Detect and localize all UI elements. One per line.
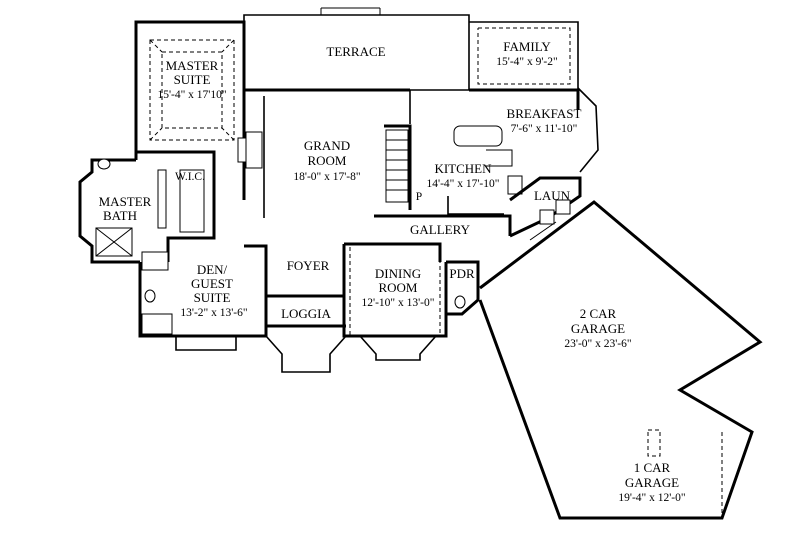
garage-walls [478,200,763,520]
foyer-label: FOYER [287,258,330,273]
fireplace [245,131,263,169]
pantry-label: P [416,191,422,203]
garage2-label-2: GARAGE [571,321,625,336]
den-bath-tub [141,251,169,271]
tray-diagonal [149,39,163,53]
laun-label: LAUN [534,188,571,203]
vanity [179,169,205,233]
garage1-dims: 19'-4" x 12'-0" [618,492,685,504]
family-ceiling [477,27,571,85]
kitchen-label: KITCHEN [434,161,492,176]
master-bath-walls [78,158,140,264]
loggia-label: LOGGIA [281,306,331,321]
wic-label: W.I.C. [175,171,205,183]
den-label-3: SUITE [194,290,231,305]
loggia-walls [264,296,346,328]
dining-label-2: ROOM [378,280,417,295]
tray-diagonal [221,39,235,53]
family-wall [469,21,579,90]
garage2-dims: 23'-0" x 23'-6" [564,338,631,350]
den-bay [175,336,237,351]
gallery-label: GALLERY [410,222,471,237]
pdr-walls [446,260,480,316]
loggia-bay [265,335,347,373]
tray-diagonal [149,127,163,141]
master-suite-dims: 15'-4" x 17'10" [157,89,226,101]
den-closet [141,313,173,335]
den-toilet [144,289,156,303]
dining-bay [359,335,437,361]
fireplace-hearth [237,137,247,163]
toilet [97,158,111,170]
master-suite-label-2: SUITE [174,72,211,87]
master-suite-tray-inner [161,51,223,129]
garage-door-1 [593,201,761,343]
pdr-label: PDR [449,266,475,281]
dining-dims: 12'-10" x 13'-0" [362,297,435,309]
dining-walls [342,244,448,338]
den-dims: 13'-2" x 13'-6" [180,307,247,319]
breakfast-dims: 7'-6" x 11'-10" [511,123,578,135]
den-label-1: DEN/ [197,262,228,277]
den-label-2: GUEST [191,276,233,291]
garage-attic-access [647,429,661,457]
master-bath-label-2: BATH [103,208,137,223]
stair-wall [384,124,412,210]
washer [539,209,555,225]
wic-walls [136,150,216,262]
grand-room-label-1: GRAND [304,138,350,153]
master-suite-walls [134,20,246,160]
closet-shelf [157,169,167,229]
garage-step [529,221,557,241]
breakfast-label: BREAKFAST [507,106,582,121]
gallery-south [344,242,442,262]
kitchen-island [453,125,503,147]
gallery-walls [374,214,512,236]
garage1-label-2: GARAGE [625,475,679,490]
kitchen-range [507,175,523,195]
garage2-label-1: 2 CAR [580,306,617,321]
kitchen-dims: 14'-4" x 17'-10" [427,178,500,190]
kitchen-counter [486,149,513,167]
terrace-label: TERRACE [326,44,385,59]
master-suite-tray-ceiling [149,39,235,141]
family-dims: 15'-4" x 9'-2" [496,56,557,68]
pdr-toilet [454,295,466,309]
garage1-label-1: 1 CAR [634,460,671,475]
grand-room-label-2: ROOM [307,153,346,168]
tub-cross [95,227,133,257]
dining-label-1: DINING [375,266,421,281]
breakfast-bay [577,87,599,173]
master-bath-label-1: MASTER [99,194,152,209]
dryer [555,199,571,215]
master-suite-label-1: MASTER [166,58,219,73]
stairs [385,129,409,203]
family-label: FAMILY [503,39,551,54]
kitchen-counter-run [447,196,504,215]
grand-room-dims: 18'-0" x 17'-8" [293,171,360,183]
tray-diagonal [221,127,235,141]
